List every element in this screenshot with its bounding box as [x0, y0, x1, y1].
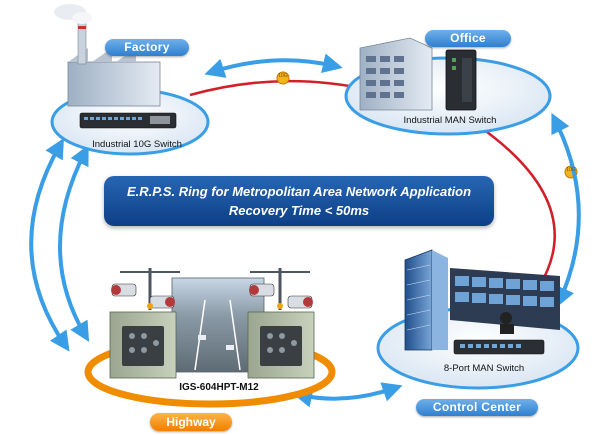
banner-title-line1: E.R.P.S. Ring for Metropolitan Area Netw…: [126, 184, 472, 199]
factory-node: [50, 4, 210, 156]
control-center-device-caption: 8-Port MAN Switch: [443, 363, 525, 374]
office-label: Office: [425, 30, 511, 47]
ring-arrows: [29, 53, 581, 408]
highway-node: [84, 268, 336, 408]
factory-label: Factory: [105, 39, 189, 56]
control-center-node: [376, 249, 580, 390]
title-banner: E.R.P.S. Ring for Metropolitan Area Netw…: [104, 176, 494, 226]
office-node: [344, 37, 552, 136]
banner-title-line2: Recovery Time < 50ms: [228, 203, 370, 218]
fiber-badge-top-label: 10G: [278, 73, 288, 79]
highway-label: Highway: [150, 413, 232, 431]
control-center-label: Control Center: [416, 399, 538, 416]
office-device-caption: Industrial MAN Switch: [403, 115, 497, 126]
fiber-badge-right-label: 10G: [566, 167, 576, 173]
factory-device-caption: Industrial 10G Switch: [92, 139, 182, 150]
highway-device-caption: IGS-604HPT-M12: [179, 382, 259, 393]
